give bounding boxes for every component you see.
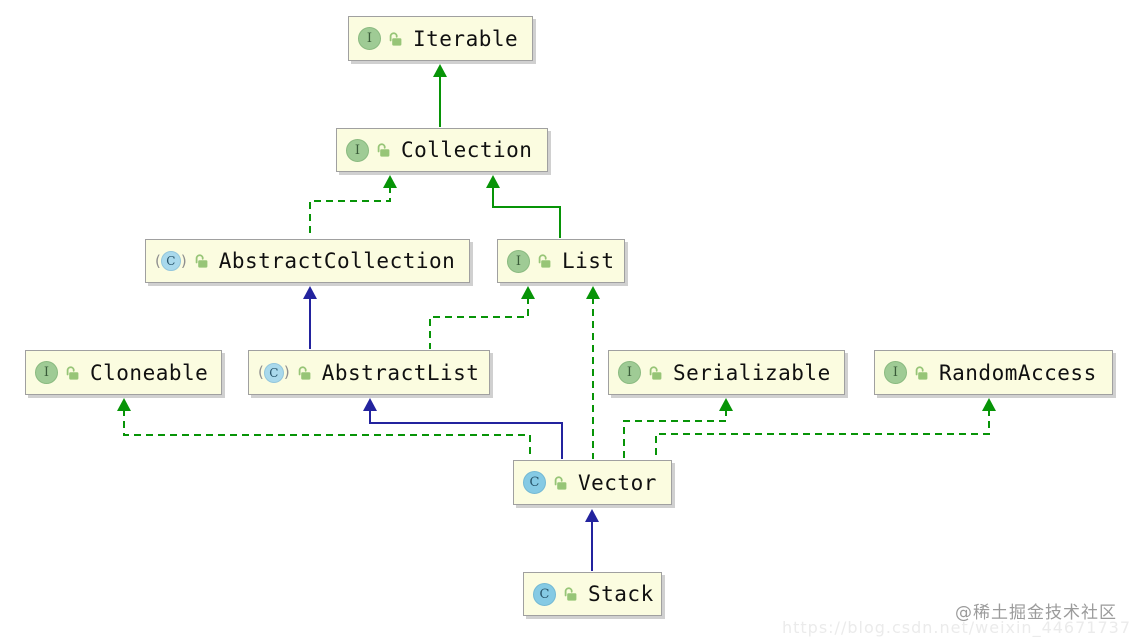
class-icon: C xyxy=(523,471,546,494)
class-name-label: List xyxy=(562,249,615,273)
arrowhead-vector-to-serializable xyxy=(719,398,733,411)
class-name-label: RandomAccess xyxy=(939,360,1097,385)
open-lock-icon xyxy=(915,365,928,380)
type-badge-wrap: ( I ) xyxy=(346,138,369,162)
type-badge-wrap: ( I ) xyxy=(618,361,641,384)
type-badge-wrap: ( C ) xyxy=(523,471,546,494)
abstract-paren-left: ( xyxy=(155,251,161,270)
watermark-community: @稀土掘金技术社区 xyxy=(955,603,1117,623)
type-badge-wrap: ( C ) xyxy=(155,251,187,271)
watermark-url: https://blog.csdn.net/weixin_44671737 xyxy=(781,618,1131,637)
class-name-label: Collection xyxy=(401,138,533,162)
edge-vector-implements-cloneable xyxy=(123,409,531,459)
edge-vector-implements-serializable xyxy=(623,409,727,459)
class-node-serializable[interactable]: ( I ) Serializable xyxy=(608,350,845,395)
open-lock-icon xyxy=(554,475,567,490)
class-node-cloneable[interactable]: ( I ) Cloneable xyxy=(25,350,222,395)
open-lock-icon xyxy=(389,31,402,46)
arrowhead-collection-to-iterable xyxy=(433,64,447,77)
abstract-paren-right: ) xyxy=(180,251,187,270)
arrowhead-vector-to-list xyxy=(586,286,600,299)
class-node-random-access[interactable]: ( I ) RandomAccess xyxy=(874,350,1113,395)
arrowhead-abstract-list-to-abstract-collection xyxy=(303,286,317,299)
arrowhead-stack-to-vector xyxy=(585,509,599,522)
class-node-collection[interactable]: ( I ) Collection xyxy=(336,128,548,172)
open-lock-icon xyxy=(195,254,208,268)
type-badge-wrap: ( I ) xyxy=(507,249,530,273)
interface-icon: I xyxy=(35,361,58,384)
class-name-label: Iterable xyxy=(413,26,519,51)
open-lock-icon xyxy=(564,587,577,601)
class-node-abstract-collection[interactable]: ( C ) AbstractCollection xyxy=(145,239,470,283)
open-lock-icon xyxy=(298,365,311,380)
open-lock-icon xyxy=(377,143,390,157)
arrowhead-vector-to-random-access xyxy=(982,398,996,411)
type-badge-wrap: ( I ) xyxy=(35,361,58,384)
class-name-label: Stack xyxy=(588,582,654,606)
edge-abstract-collection-implements-collection xyxy=(309,186,391,238)
class-name-label: Vector xyxy=(578,470,657,495)
class-icon: C xyxy=(533,582,556,606)
arrowhead-abstract-collection-to-collection xyxy=(383,175,397,188)
class-name-label: AbstractList xyxy=(321,360,480,385)
open-lock-icon xyxy=(66,365,79,380)
type-badge-wrap: ( I ) xyxy=(884,361,907,384)
arrowhead-abstract-list-to-list xyxy=(521,286,535,299)
abstract-paren-left: ( xyxy=(258,363,264,381)
class-name-label: Cloneable xyxy=(90,360,209,385)
arrowhead-vector-to-cloneable xyxy=(117,398,131,411)
class-icon: C xyxy=(263,362,284,383)
class-node-abstract-list[interactable]: ( C ) AbstractList xyxy=(248,350,490,395)
open-lock-icon xyxy=(538,254,551,268)
edge-list-extends-collection xyxy=(492,186,561,238)
type-badge-wrap: ( C ) xyxy=(258,362,290,383)
class-name-label: Serializable xyxy=(673,360,831,385)
interface-icon: I xyxy=(507,249,530,273)
arrowhead-list-to-collection xyxy=(486,175,500,188)
type-badge-wrap: ( C ) xyxy=(533,582,556,606)
interface-icon: I xyxy=(358,27,381,50)
class-node-iterable[interactable]: ( I ) Iterable xyxy=(348,16,533,61)
type-badge-wrap: ( I ) xyxy=(358,27,381,50)
open-lock-icon xyxy=(649,365,662,380)
interface-icon: I xyxy=(618,361,641,384)
class-node-list[interactable]: ( I ) List xyxy=(497,239,625,283)
class-node-stack[interactable]: ( C ) Stack xyxy=(523,572,662,616)
arrowhead-vector-to-abstract-list xyxy=(363,398,377,411)
edge-abstract-list-implements-list xyxy=(429,297,529,349)
abstract-paren-right: ) xyxy=(283,363,290,381)
interface-icon: I xyxy=(884,361,907,384)
class-icon: C xyxy=(160,251,181,271)
edge-vector-implements-random-access xyxy=(655,409,990,459)
interface-icon: I xyxy=(346,138,369,162)
class-name-label: AbstractCollection xyxy=(218,249,456,273)
class-node-vector[interactable]: ( C ) Vector xyxy=(513,460,672,505)
edge-vector-extends-abstract-list xyxy=(369,409,563,459)
